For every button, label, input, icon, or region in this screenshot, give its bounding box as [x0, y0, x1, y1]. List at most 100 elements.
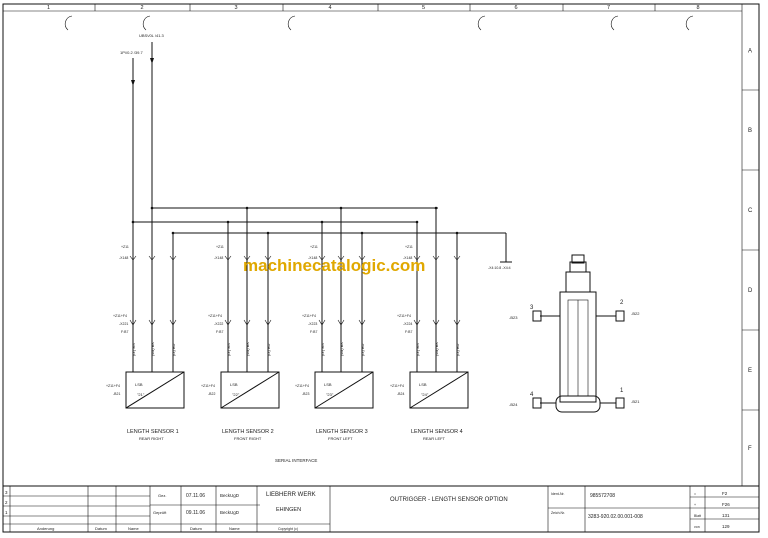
cyl-num-2: 2 [620, 300, 624, 306]
cyl-num-4: 4 [530, 392, 534, 398]
top-ref-left: 1P\/0.2 /39.7 [120, 50, 143, 55]
cyl-num-3: 3 [530, 305, 534, 311]
sensor-ref-2: +Z11+F4 [201, 384, 215, 388]
checked-date: 09.11.06 [186, 510, 205, 516]
column-label-3: 3 [235, 5, 238, 11]
sheet-border [2, 3, 760, 533]
connector-mid-id-4: -X224 [403, 322, 412, 326]
wire-label-1-3: (bl) BU [171, 343, 176, 356]
wire-label-4-3: (bl) BU [455, 343, 460, 356]
drawn-label: Gez. [158, 493, 166, 498]
wire-label-1-2: (sw) BK [150, 342, 155, 356]
connector-top-1: +Z11 [121, 245, 129, 249]
column-label-1: 1 [47, 5, 50, 11]
top-ref-right: UBS\/0L /41.3 [139, 33, 165, 38]
drawing-number: 3283-920.02.00.001-008 [588, 514, 643, 520]
sensor-id-3: -B23 [302, 392, 309, 396]
sensor-position-3: FRONT LEFT [328, 436, 353, 441]
connector-mid-4: +Z11+F4 [397, 314, 411, 318]
connector-top-id-2: -X148 [214, 256, 223, 260]
sensor-ls-3: LSB [324, 382, 332, 387]
company-line-1: LIEBHERR WERK [266, 492, 316, 498]
column-label-6: 6 [515, 5, 518, 11]
wire-label-2-1: (br) BN [226, 343, 231, 356]
connector-mid-id-3: -X223 [308, 322, 317, 326]
name-header: Name [229, 526, 240, 531]
ident-label: Ident-Nr. [551, 492, 564, 496]
rev-header-date: Datum [95, 526, 107, 531]
index-value-1: F26 [722, 502, 730, 507]
drawing-no-label: Zeich.Nr. [551, 511, 565, 515]
wire-label-4-2: (sw) BK [434, 342, 439, 356]
title-block [3, 485, 759, 532]
drawn-date: 07.11.06 [186, 493, 205, 499]
checked-label: Geprüft [153, 510, 167, 515]
checked-name: BeckUgD [220, 510, 240, 515]
copyright: Copyright (c) [278, 527, 298, 531]
sensor-code-1: "21" [137, 392, 145, 397]
serial-interface-label: SERIAL INTERFACE [275, 458, 317, 463]
drawing-title: OUTRIGGER - LENGTH SENSOR OPTION [390, 497, 508, 503]
wire-label-2-3: (bl) BU [266, 343, 271, 356]
wire-label-3-3: (bl) BU [360, 343, 365, 356]
sensor-name-4: LENGTH SENSOR 4 [411, 429, 463, 435]
sensor-id-4: -B24 [397, 392, 404, 396]
connector-mid-3: +Z11+F4 [302, 314, 316, 318]
connector-mid-1: +Z11+F4 [113, 314, 127, 318]
connector-top-4: +Z11 [405, 245, 413, 249]
sensor-position-4: REAR LEFT [423, 436, 446, 441]
connector-mid-2: +Z11+F4 [208, 314, 222, 318]
row-label-D: D [748, 288, 753, 294]
sensor-position-2: FRONT RIGHT [234, 436, 262, 441]
drawn-name: BeckUgD [220, 493, 240, 498]
sensor-code-2: "22" [232, 392, 240, 397]
row-label-C: C [748, 208, 753, 214]
sensor-position-1: REAR RIGHT [139, 436, 164, 441]
connector-top-3: +Z11 [310, 245, 318, 249]
column-label-7: 7 [607, 5, 610, 11]
rev-header-change: Anderung [37, 526, 54, 531]
cyl-id-4: -B24 [509, 402, 518, 407]
index-value-3: 129 [722, 524, 730, 529]
rev-header-name: Name [128, 526, 139, 531]
index-key-2: Blatt [694, 514, 701, 518]
column-label-5: 5 [422, 5, 425, 11]
sensor-ls-2: LSB [230, 382, 238, 387]
sensor-id-1: -B21 [113, 392, 120, 396]
wire-label-1-1: (br) BN [131, 343, 136, 356]
connector-mid-id-1: -X221 [119, 322, 128, 326]
sensor-code-3: "23" [326, 392, 334, 397]
sensor-ref-3: +Z11+F4 [295, 384, 309, 388]
row-label-A: A [748, 49, 752, 55]
ident-number: 985572708 [590, 493, 615, 499]
sensor-ref-1: +Z11+F4 [106, 384, 120, 388]
row-label-E: E [748, 368, 752, 374]
index-value-0: F2 [722, 491, 728, 496]
cyl-num-1: 1 [620, 388, 624, 394]
hole-marks [64, 15, 694, 31]
cyl-id-2: -B22 [631, 311, 640, 316]
wire-label-2-2: (sw) BK [245, 342, 250, 356]
sensor-ls-4: LSB [419, 382, 427, 387]
sensor-name-2: LENGTH SENSOR 2 [222, 429, 274, 435]
index-key-0: = [694, 492, 696, 496]
sensor-name-3: LENGTH SENSOR 3 [316, 429, 368, 435]
cyl-id-1: -B21 [631, 399, 640, 404]
wire-label-3-1: (br) BN [320, 343, 325, 356]
column-label-2: 2 [141, 5, 144, 11]
ground-label: -X4:10.8 -X4:4 [488, 266, 511, 270]
cyl-id-3: -B23 [509, 315, 518, 320]
row-label-F: F [748, 446, 752, 452]
wire-label-4-1: (br) BN [415, 343, 420, 356]
sensor-id-2: -B22 [208, 392, 215, 396]
sensor-ref-4: +Z11+F4 [390, 384, 404, 388]
index-value-2: 131 [722, 513, 730, 518]
connector-top-id-1: -X148 [119, 256, 128, 260]
